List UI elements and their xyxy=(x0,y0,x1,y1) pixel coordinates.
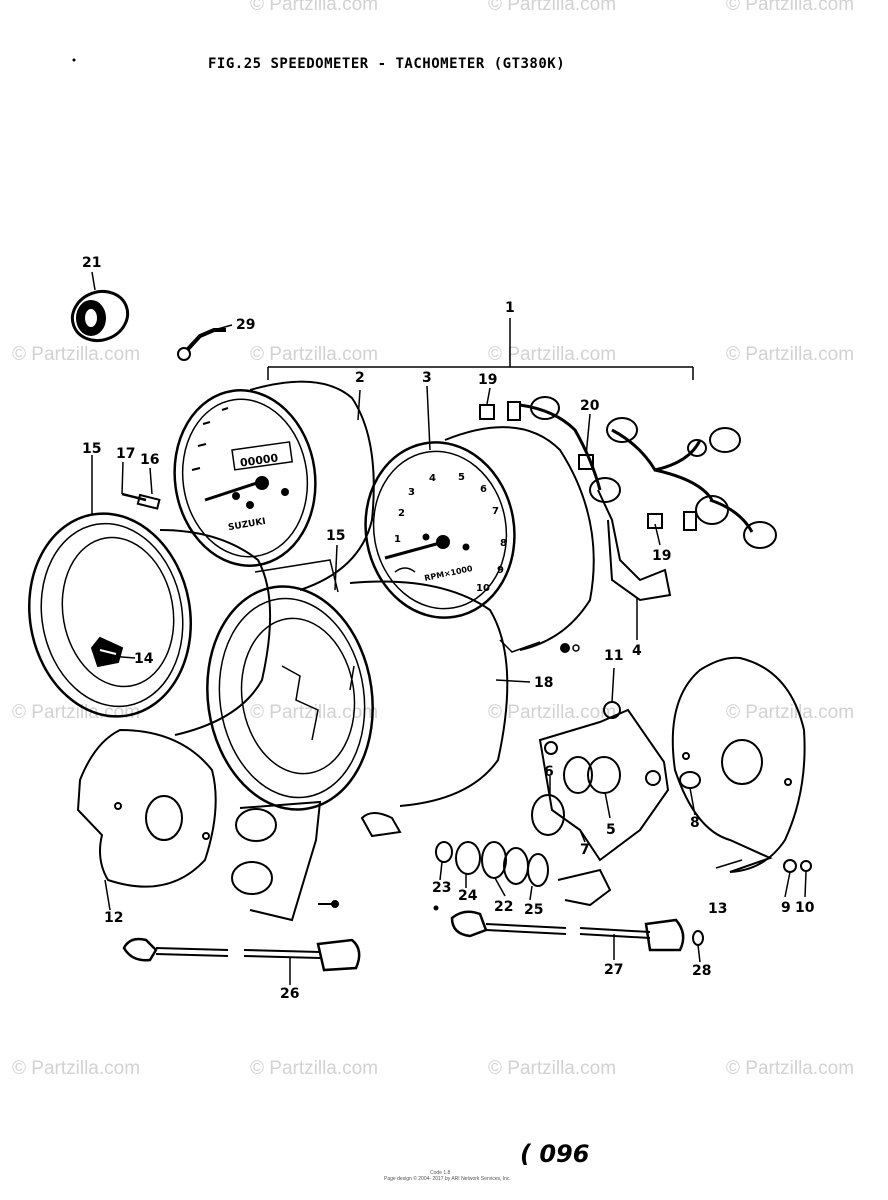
callout-19: 19 xyxy=(478,372,498,388)
wiring-harness xyxy=(480,397,776,652)
tach-number: 2 xyxy=(398,508,405,519)
watermark: © Partzilla.com xyxy=(12,344,141,365)
tach-number: 10 xyxy=(476,583,490,594)
page-number-value: 096 xyxy=(539,1140,590,1168)
speedometer-unit xyxy=(163,381,373,592)
left-meter-case xyxy=(14,501,271,735)
bulb-socket-bracket xyxy=(232,802,338,920)
watermark: © Partzilla.com xyxy=(488,1058,617,1079)
callout-6: 6 xyxy=(544,764,554,780)
tach-number: 4 xyxy=(429,473,436,484)
callout-20: 20 xyxy=(580,398,600,414)
callout-12: 12 xyxy=(104,910,124,926)
tach-number: 8 xyxy=(500,538,507,549)
callout-28: 28 xyxy=(692,963,712,979)
callout-26: 26 xyxy=(280,986,300,1002)
callout-8: 8 xyxy=(690,815,700,831)
tach-number: 3 xyxy=(408,487,415,498)
callout-4: 4 xyxy=(632,643,642,659)
callout-23: 23 xyxy=(432,880,452,896)
callout-17: 17 xyxy=(116,446,136,462)
callout-5: 5 xyxy=(606,822,616,838)
callout-7: 7 xyxy=(580,842,590,858)
back-plate-12 xyxy=(78,730,216,887)
figure-title: FIG.25 SPEEDOMETER - TACHOMETER (GT380K) xyxy=(208,56,566,72)
page-number: ( 096 xyxy=(520,1140,590,1168)
callout-25: 25 xyxy=(524,902,544,918)
callout-13: 13 xyxy=(708,901,728,917)
leader-lines xyxy=(92,272,806,985)
callout-24: 24 xyxy=(458,888,478,904)
tachometer-unit xyxy=(352,427,594,652)
watermark: © Partzilla.com xyxy=(12,1058,141,1079)
watermark: © Partzilla.com xyxy=(726,344,855,365)
screw-16-17 xyxy=(122,494,159,509)
lens-washers xyxy=(435,842,549,910)
callout-15: 15 xyxy=(326,528,346,544)
tach-number: 5 xyxy=(458,472,465,483)
callout-10: 10 xyxy=(795,900,815,916)
assembly-bracket-1 xyxy=(268,318,693,380)
watermark: © Partzilla.com xyxy=(250,0,379,15)
footer-code: Code 1.8 xyxy=(430,1170,451,1176)
callout-2: 2 xyxy=(355,370,365,386)
callout-9: 9 xyxy=(781,900,791,916)
callout-14: 14 xyxy=(134,651,154,667)
back-plate-13 xyxy=(673,658,805,872)
watermark: © Partzilla.com xyxy=(250,702,379,723)
speedometer-cable-26 xyxy=(124,939,359,970)
tach-number: 7 xyxy=(492,506,499,517)
footer-copyright: Page design © 2004- 2017 by ARI Network … xyxy=(384,1176,511,1182)
callout-11: 11 xyxy=(604,648,624,664)
watermark: © Partzilla.com xyxy=(488,344,617,365)
watermark: © Partzilla.com xyxy=(726,1058,855,1079)
callout-3: 3 xyxy=(422,370,432,386)
watermark: © Partzilla.com xyxy=(250,344,379,365)
callout-16: 16 xyxy=(140,452,160,468)
nuts-9-10 xyxy=(784,860,811,872)
watermark: © Partzilla.com xyxy=(726,0,855,15)
callout-15: 15 xyxy=(82,441,102,457)
watermark: © Partzilla.com xyxy=(488,0,617,15)
callout-18: 18 xyxy=(534,675,554,691)
watermark: © Partzilla.com xyxy=(12,702,141,723)
callout-27: 27 xyxy=(604,962,624,978)
tachometer-cable-27 xyxy=(452,912,703,950)
callout-29: 29 xyxy=(236,317,256,333)
callout-22: 22 xyxy=(494,899,514,915)
grommet-21 xyxy=(65,284,134,348)
tach-number: 6 xyxy=(480,484,487,495)
watermark: © Partzilla.com xyxy=(250,1058,379,1079)
watermark: © Partzilla.com xyxy=(488,702,617,723)
callout-21: 21 xyxy=(82,255,102,271)
watermark: © Partzilla.com xyxy=(726,702,855,723)
tach-number: 1 xyxy=(394,534,401,545)
lamp-socket-29 xyxy=(178,330,226,360)
callout-1: 1 xyxy=(505,300,515,316)
socket-plate-11 xyxy=(532,702,700,905)
center-meter-case xyxy=(193,576,507,836)
tach-number: 9 xyxy=(497,565,504,576)
callout-19: 19 xyxy=(652,548,672,564)
